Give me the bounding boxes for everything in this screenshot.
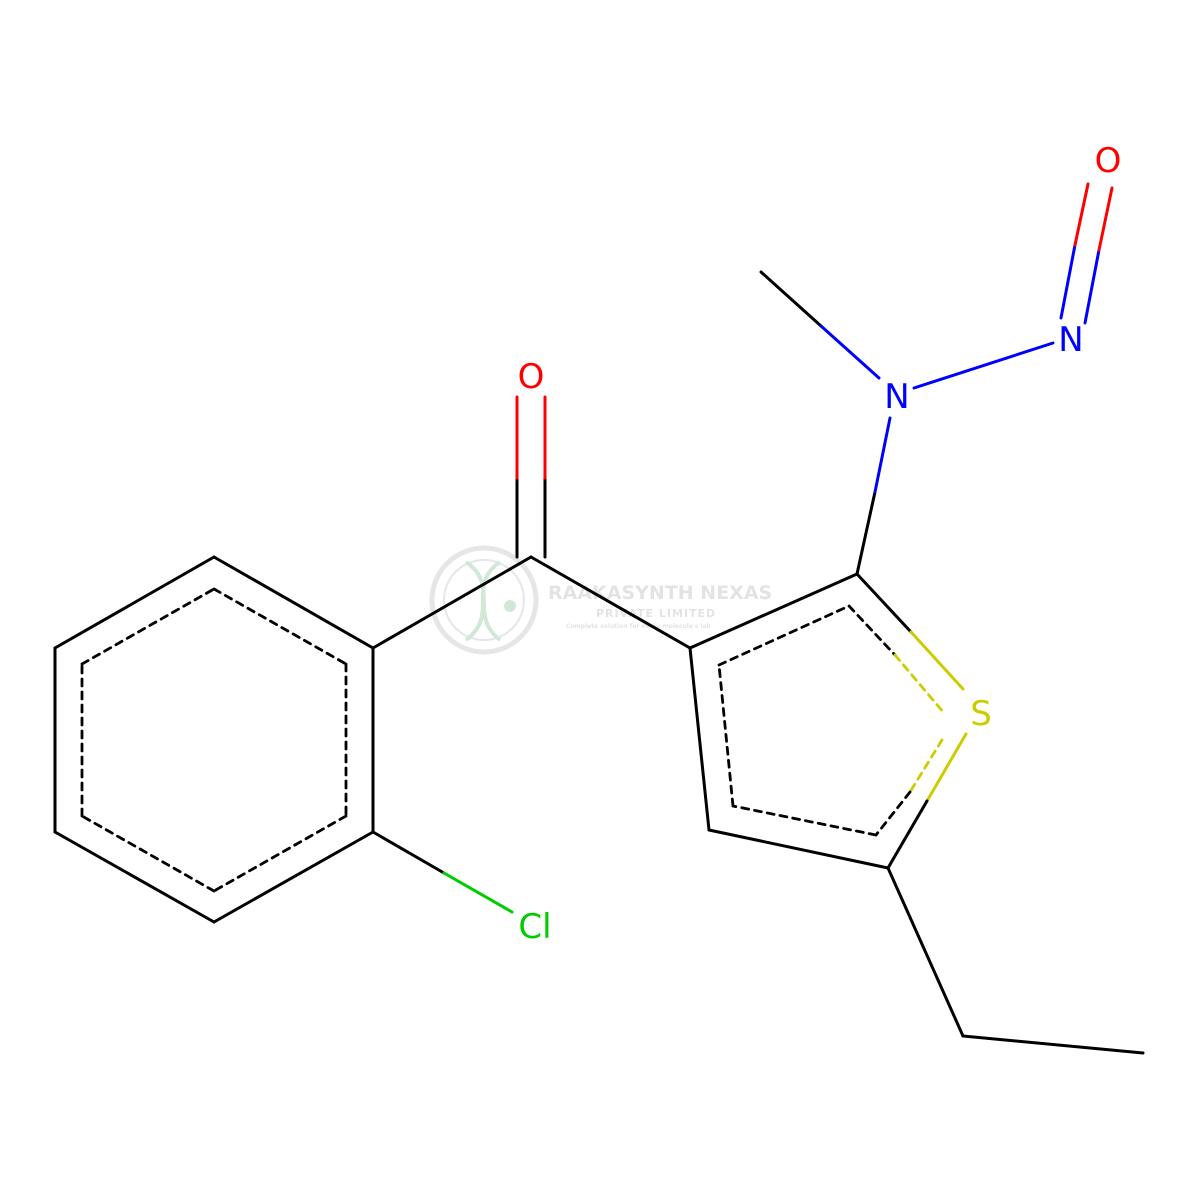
ethyl-group bbox=[886, 866, 1145, 1055]
watermark-logo-inner bbox=[443, 559, 525, 641]
watermark-dna-icon bbox=[464, 560, 502, 642]
benzene-aromatic-inner bbox=[80, 587, 348, 893]
atom-cl: Cl bbox=[518, 907, 551, 947]
atom-s-ring: S bbox=[970, 694, 992, 734]
ketone-group bbox=[371, 395, 692, 650]
atom-n-amine: N bbox=[884, 377, 909, 417]
bond-benzene-6 bbox=[53, 555, 216, 650]
watermark-tagline: Complete solution for every molecule's l… bbox=[566, 623, 711, 630]
nitrosamine-group bbox=[759, 182, 1114, 576]
thiophene-aromatic-inner bbox=[717, 604, 946, 837]
watermark-logo-circle bbox=[429, 545, 539, 655]
benzene-ring bbox=[53, 555, 375, 924]
thiophene-ring bbox=[688, 572, 968, 870]
bond-benzene-4 bbox=[53, 830, 216, 924]
atom-o-nitroso: O bbox=[1095, 141, 1122, 181]
atom-o-ketone: O bbox=[518, 357, 545, 397]
atom-n-nitroso: N bbox=[1058, 320, 1083, 360]
bond-benzene-1 bbox=[212, 555, 375, 650]
bond-benzene-carbonyl bbox=[371, 555, 533, 650]
bond-carbonyl-thiophene bbox=[529, 555, 692, 650]
bond-benzene-3 bbox=[212, 830, 375, 924]
watermark: RAAKASYNTH NEXAS PRIVATE LIMITED Complet… bbox=[429, 545, 772, 655]
watermark-subtitle: PRIVATE LIMITED bbox=[596, 607, 716, 620]
bond-c-cl bbox=[371, 830, 514, 914]
watermark-molecule-dot bbox=[504, 600, 516, 612]
